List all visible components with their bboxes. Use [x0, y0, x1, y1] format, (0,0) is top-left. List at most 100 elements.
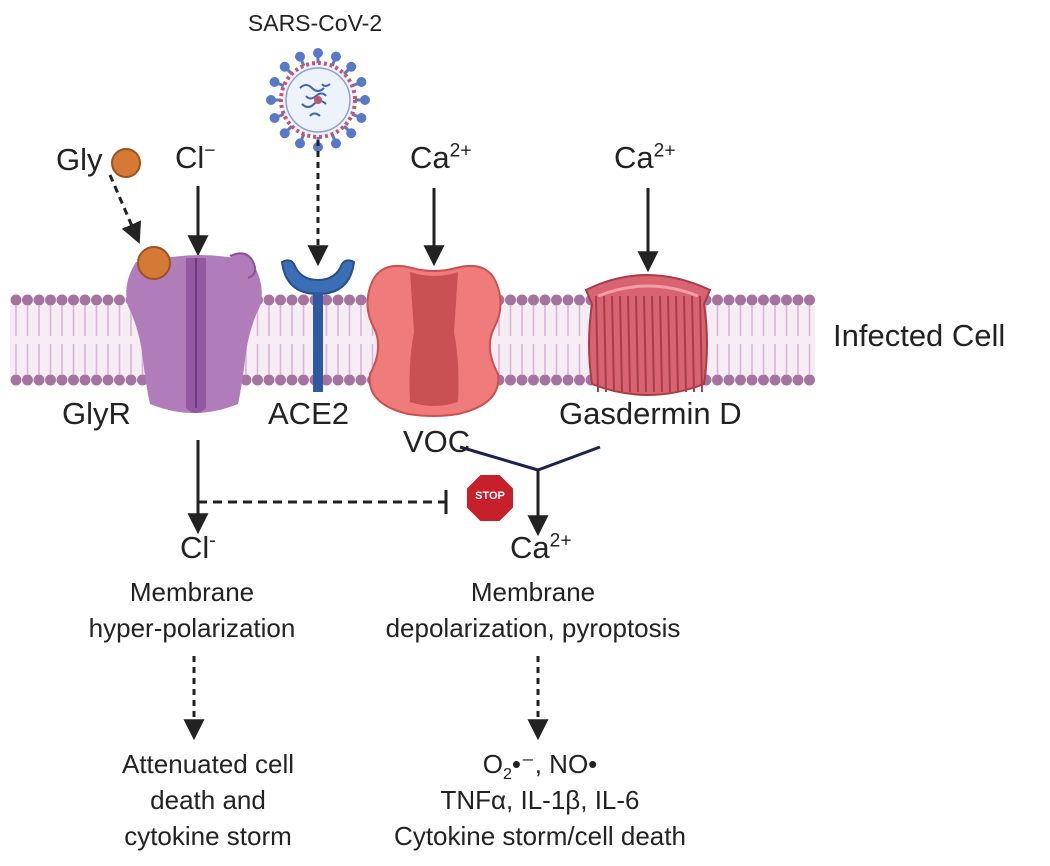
lipid-head: [769, 374, 781, 386]
chloride-top-label: Cl−: [175, 140, 216, 176]
lipid-head: [769, 294, 781, 306]
lipid-head: [792, 374, 804, 386]
left-result-line-2: death and: [150, 785, 266, 815]
voc-channel-icon: [366, 264, 502, 417]
lipid-head: [22, 374, 33, 386]
o2-rest: •⁻, NO•: [511, 749, 598, 779]
calcium-gsdmd-label: Ca2+: [614, 140, 676, 176]
gasdermin-subunit: [675, 295, 679, 393]
right-effect-line-1: Membrane: [470, 577, 596, 607]
calcium-voc-charge: 2+: [449, 140, 472, 162]
right-result-line-3: Cytokine storm/cell death: [394, 821, 686, 851]
chloride-top-text: Cl: [175, 140, 205, 175]
gasdermin-subunit: [667, 295, 671, 393]
lipid-head: [505, 294, 516, 306]
lipid-head: [68, 294, 79, 306]
gasdermin-label: Gasdermin D: [559, 396, 742, 431]
infected-cell-label: Infected Cell: [833, 318, 1006, 353]
gasdermin-subunit: [651, 295, 655, 393]
lipid-head: [804, 294, 815, 306]
lipid-head: [804, 374, 815, 386]
right-result-text: O2•⁻, NO• TNFα, IL-1β, IL-6 Cytokine sto…: [394, 746, 686, 854]
lipid-head: [735, 294, 746, 306]
lipid-head: [735, 374, 746, 386]
lipid-head: [33, 294, 45, 306]
stop-sign-text: STOP: [475, 490, 505, 502]
lipid-head: [114, 374, 125, 386]
left-effect-text: Membrane hyper-polarization: [89, 574, 296, 646]
chloride-top-charge: −: [204, 140, 216, 162]
lipid-head: [723, 294, 735, 306]
lipid-head: [125, 374, 137, 386]
lipid-head: [551, 374, 562, 386]
right-effect-line-2: depolarization, pyroptosis: [385, 613, 681, 643]
lipid-head: [10, 374, 22, 386]
lipid-head: [528, 374, 539, 386]
voc-label: VOC: [403, 424, 471, 459]
lipid-head: [79, 374, 91, 386]
calcium-voc-label: Ca2+: [410, 140, 472, 176]
virus-spike-tip: [346, 61, 357, 72]
lipid-head: [574, 374, 585, 386]
calcium-gsdmd-charge: 2+: [653, 140, 676, 162]
virus-spike-tip: [295, 51, 306, 62]
virus-icon: [266, 48, 370, 152]
calcium-bottom-text: Ca: [510, 530, 550, 565]
lipid-head: [252, 374, 263, 386]
ace2-receptor-icon: [280, 259, 356, 392]
lipid-head: [102, 374, 114, 386]
glycine-ball-bound: [137, 246, 171, 280]
lipid-head: [137, 374, 148, 386]
lipid-head: [22, 294, 33, 306]
lipid-head: [332, 374, 344, 386]
lipid-head: [286, 294, 298, 306]
lipid-head: [332, 294, 344, 306]
virus-spike-tip: [330, 51, 341, 62]
lipid-head: [505, 374, 516, 386]
lipid-head: [263, 294, 275, 306]
gasdermin-subunit: [691, 295, 695, 393]
left-result-line-1: Attenuated cell: [121, 749, 295, 779]
virus-spike-tip: [356, 77, 367, 88]
gasdermin-subunit: [595, 295, 599, 393]
lipid-head: [792, 294, 804, 306]
calcium-voc-text: Ca: [410, 140, 450, 175]
virus-spike-tip: [279, 128, 290, 139]
left-result-line-3: cytokine storm: [124, 821, 292, 851]
calcium-convergence-lines: [459, 445, 601, 472]
glycine-binding-arrow: [108, 174, 141, 244]
lipid-head: [91, 374, 102, 386]
lipid-head: [275, 374, 286, 386]
lipid-head: [712, 294, 723, 306]
lipid-head: [45, 374, 56, 386]
left-effect-line-2: hyper-polarization: [88, 613, 296, 643]
virus-spike-tip: [266, 95, 276, 105]
lipid-head: [758, 294, 769, 306]
gasdermin-subunit: [627, 295, 631, 393]
lipid-head: [286, 374, 298, 386]
chloride-bottom-charge: -: [209, 530, 216, 552]
gasdermin-subunit: [643, 295, 647, 393]
lipid-head: [516, 294, 528, 306]
virus-spike-tip: [269, 112, 280, 123]
lipid-head: [10, 294, 22, 306]
lipid-head: [344, 374, 355, 386]
calcium-bottom-charge: 2+: [549, 530, 572, 552]
virus-spike-tip: [360, 95, 370, 105]
lipid-head: [355, 374, 367, 386]
stop-sign-icon: [465, 473, 515, 523]
lipid-head: [562, 294, 574, 306]
virus-spike-tip: [269, 77, 280, 88]
virus-spike-tip: [295, 138, 306, 149]
lipid-head: [298, 294, 309, 306]
lipid-head: [68, 374, 79, 386]
virus-spike-tip: [346, 128, 357, 139]
gasdermin-subunit: [659, 295, 663, 393]
lipid-head: [551, 294, 562, 306]
lipid-head: [275, 294, 286, 306]
lipid-head: [723, 374, 735, 386]
chloride-bottom-text: Cl: [180, 530, 210, 565]
glyr-label: GlyR: [62, 396, 131, 431]
lipid-head: [240, 374, 252, 386]
gasdermin-subunit: [619, 295, 623, 393]
